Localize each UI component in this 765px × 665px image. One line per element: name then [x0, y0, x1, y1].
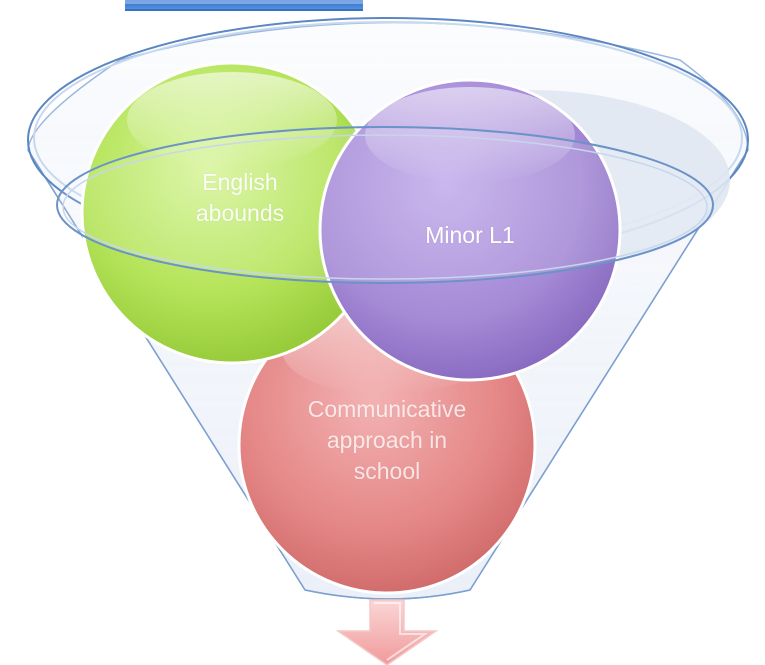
funnel-inner-rim	[56, 126, 714, 284]
down-arrow-icon	[335, 599, 439, 665]
funnel-inner-rim-highlight	[62, 134, 708, 280]
circle-minor	[318, 78, 622, 382]
top-box	[125, 0, 363, 11]
circle-english	[80, 61, 384, 365]
